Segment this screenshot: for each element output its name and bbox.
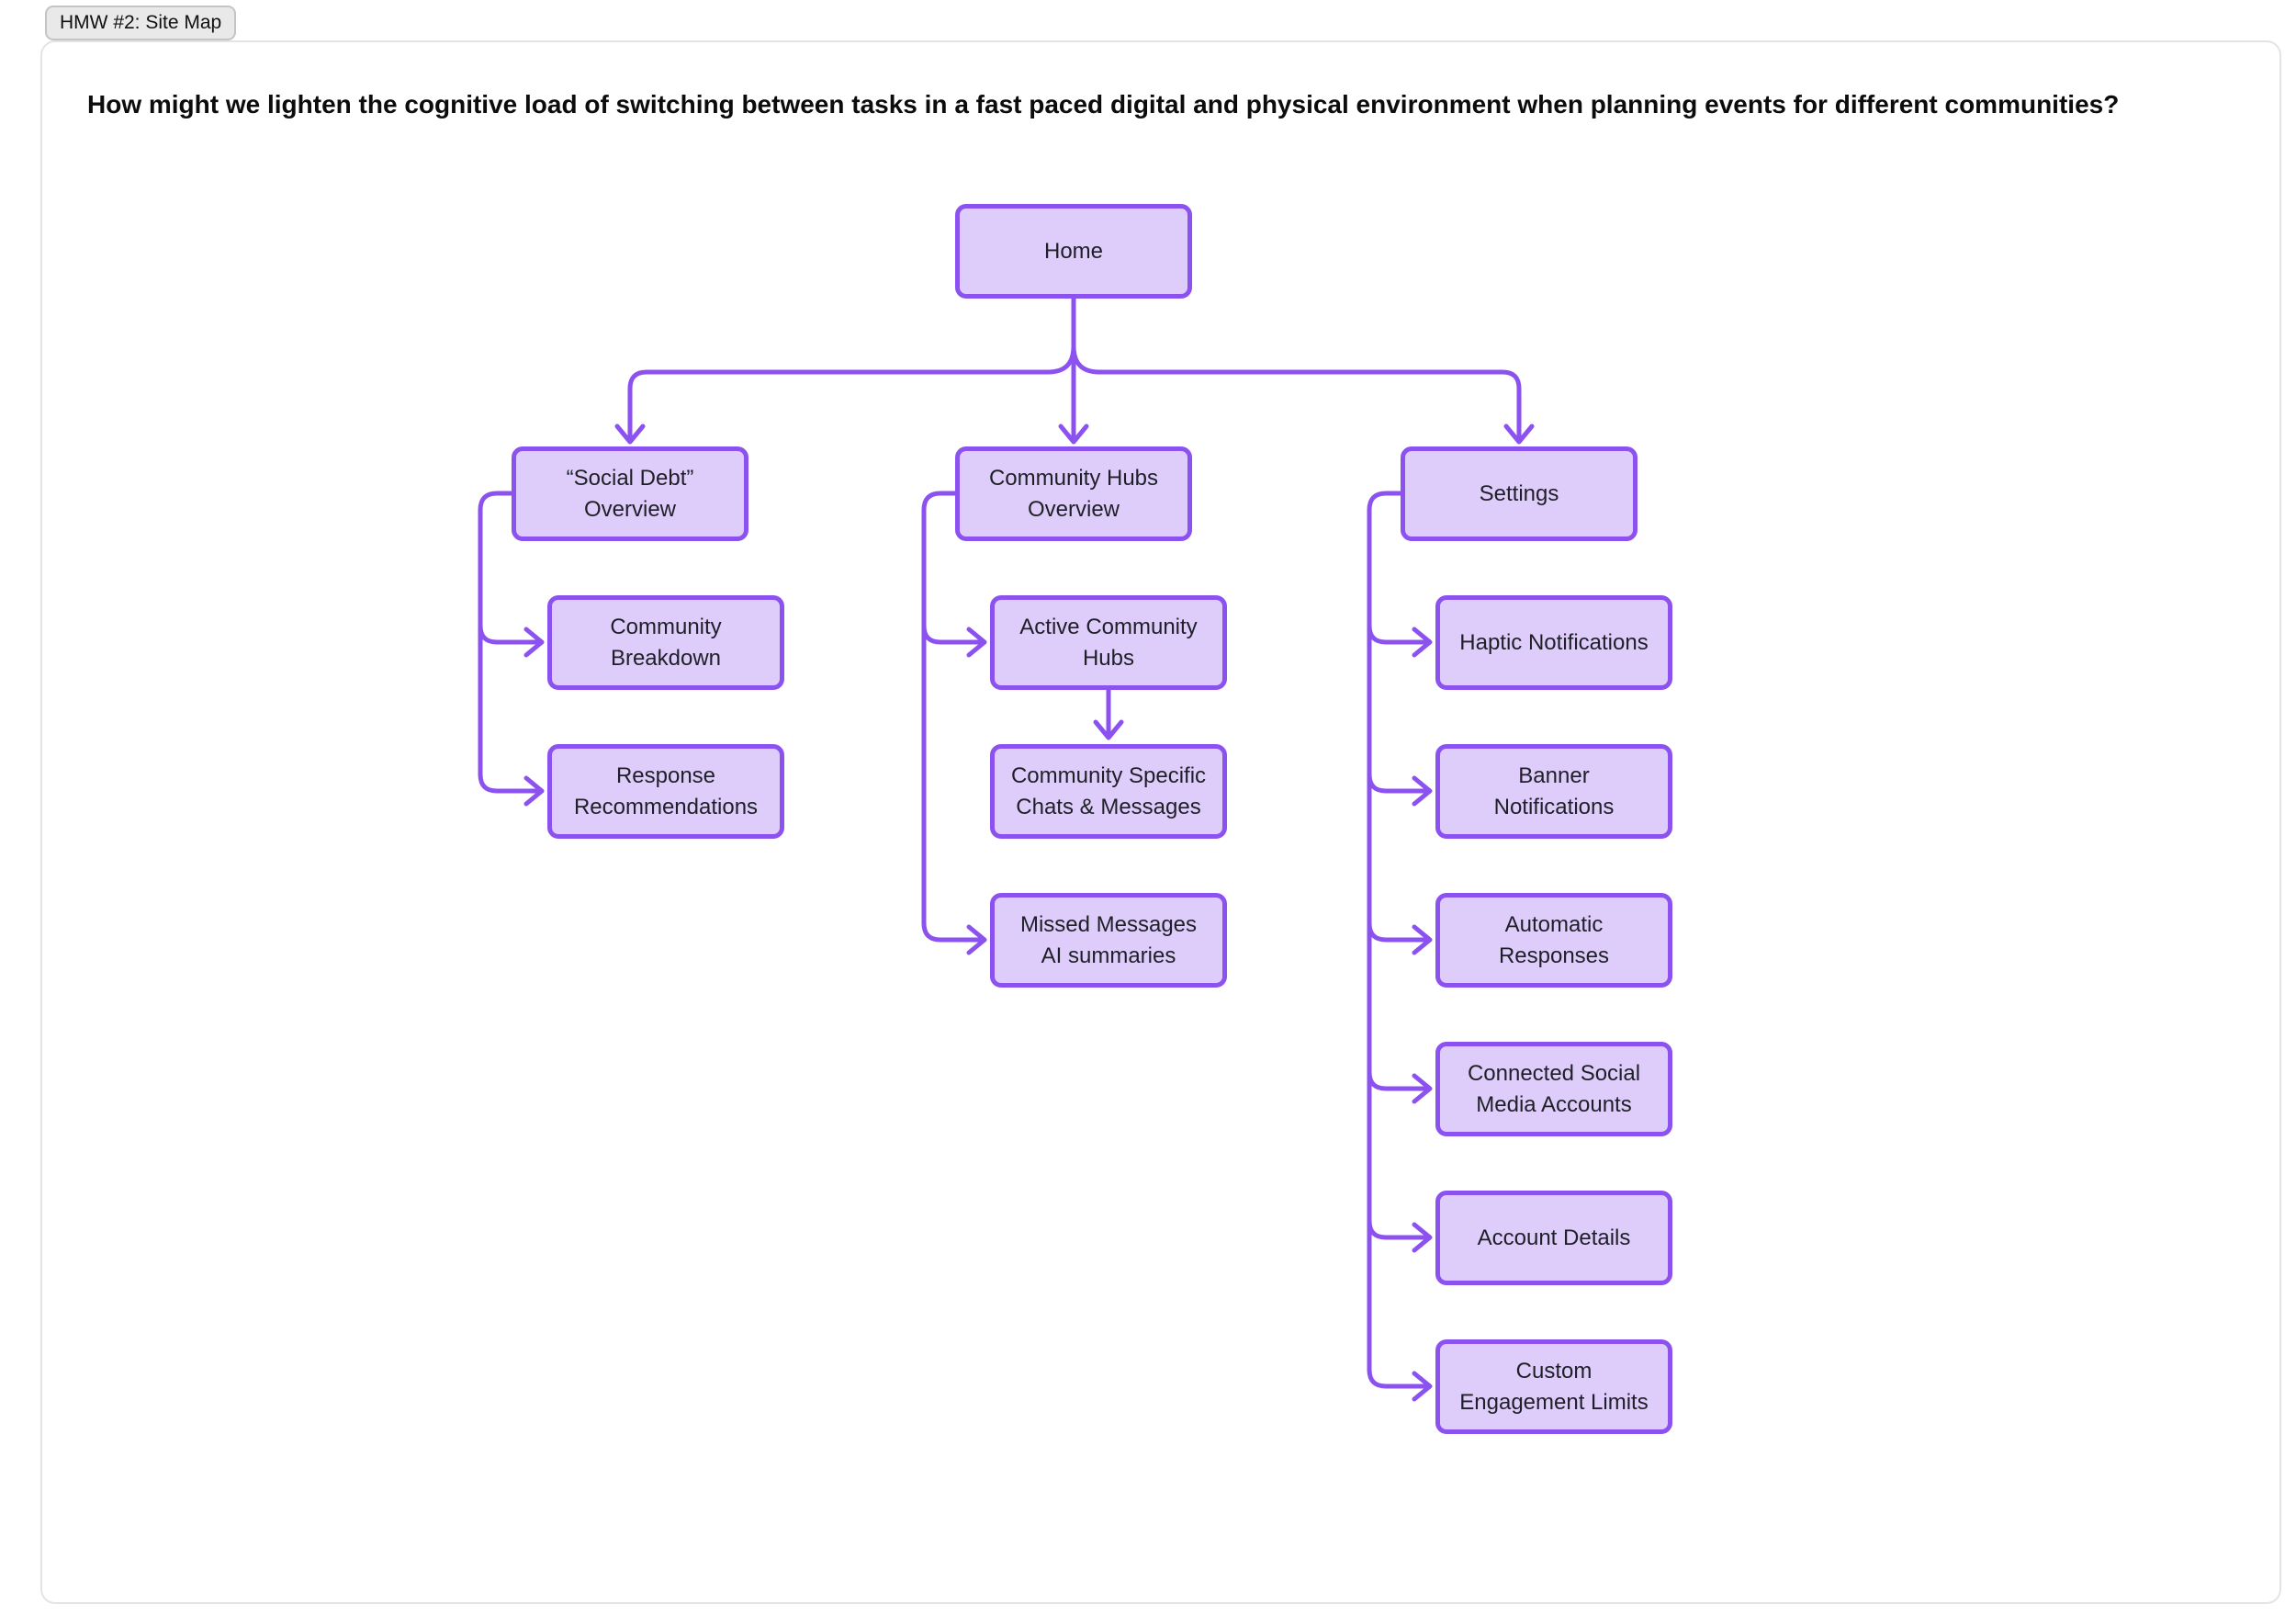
node-haptic-notifications[interactable]: Haptic Notifications [1435, 595, 1672, 690]
node-community-specific-chats-messages[interactable]: Community Specific Chats & Messages [990, 744, 1227, 839]
node-community-breakdown[interactable]: Community Breakdown [547, 595, 784, 690]
node-social-debt-overview[interactable]: “Social Debt” Overview [512, 446, 748, 541]
node-missed-messages-ai-summaries[interactable]: Missed Messages AI summaries [990, 893, 1227, 988]
node-community-hubs-overview[interactable]: Community Hubs Overview [955, 446, 1192, 541]
node-automatic-responses[interactable]: Automatic Responses [1435, 893, 1672, 988]
hmw-question[interactable]: How might we lighten the cognitive load … [87, 90, 2120, 119]
node-banner-notifications[interactable]: Banner Notifications [1435, 744, 1672, 839]
node-custom-engagement-limits[interactable]: Custom Engagement Limits [1435, 1339, 1672, 1434]
node-home[interactable]: Home [955, 204, 1192, 299]
node-settings[interactable]: Settings [1401, 446, 1638, 541]
node-response-recommendations[interactable]: Response Recommendations [547, 744, 784, 839]
node-active-community-hubs[interactable]: Active Community Hubs [990, 595, 1227, 690]
node-connected-social-media-accounts[interactable]: Connected Social Media Accounts [1435, 1042, 1672, 1136]
section-label[interactable]: HMW #2: Site Map [45, 6, 237, 40]
node-account-details[interactable]: Account Details [1435, 1191, 1672, 1285]
